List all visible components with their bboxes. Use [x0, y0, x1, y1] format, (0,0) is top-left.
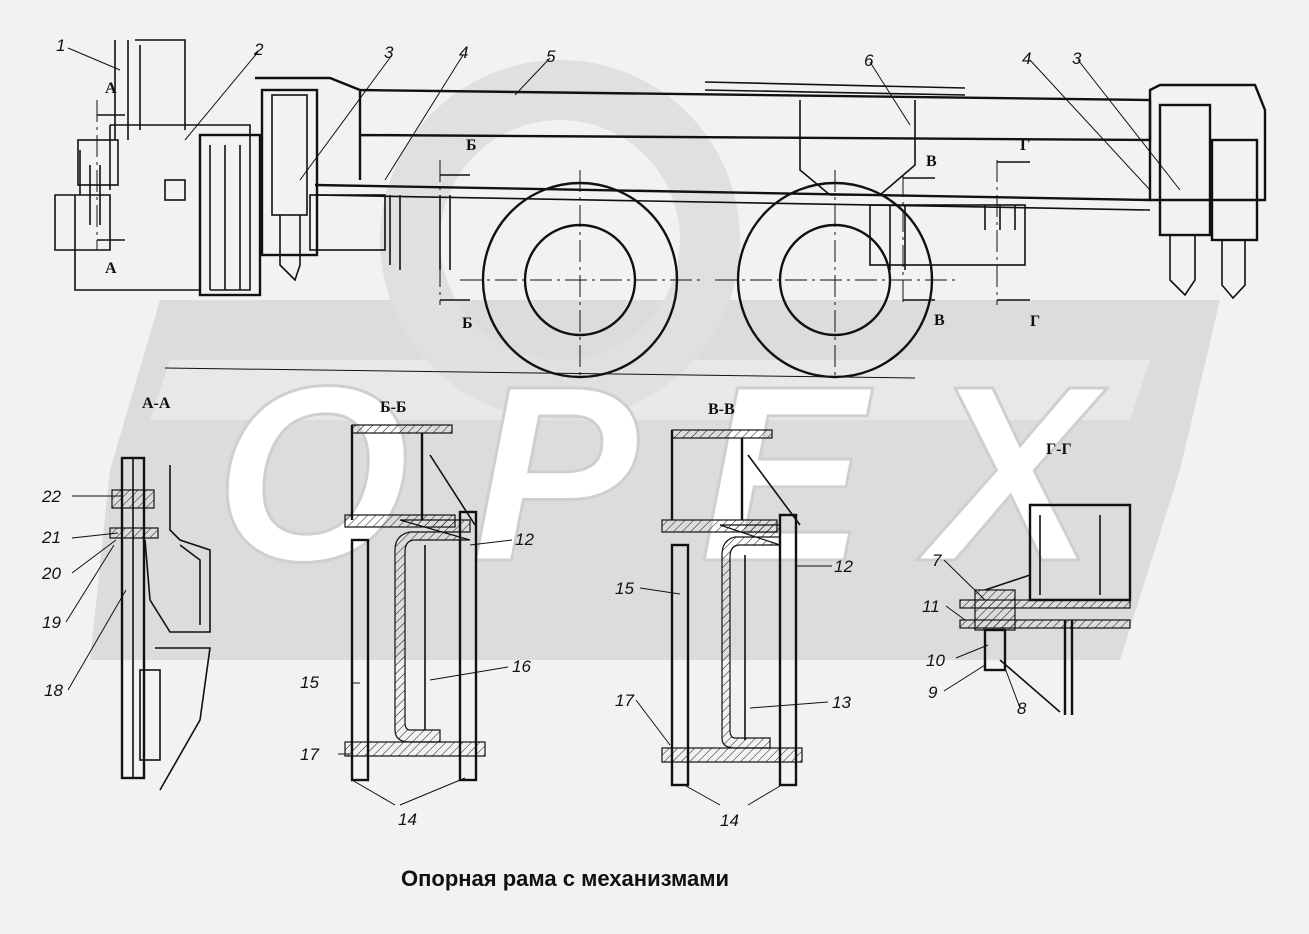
callout-2: 2 [253, 40, 264, 59]
callout-5: 5 [546, 47, 556, 66]
label-section-v-bottom: В [934, 312, 945, 329]
leader-lines [65, 47, 1181, 806]
section-a-a [109, 456, 211, 791]
callout-18: 18 [44, 681, 63, 700]
callout-4-left: 4 [459, 43, 468, 62]
callout-1: 1 [56, 36, 65, 55]
section-title-gg: Г-Г [1046, 441, 1072, 458]
label-section-a-top: А [105, 80, 117, 97]
callout-12-bb: 12 [515, 530, 534, 549]
section-title-vv: В-В [708, 401, 735, 418]
label-section-b-bottom: Б [462, 315, 473, 332]
callout-21: 21 [41, 528, 61, 547]
section-title-bb: Б-Б [380, 399, 406, 416]
label-section-v-top: В [926, 153, 937, 170]
callout-7: 7 [932, 551, 942, 570]
callout-3-right: 3 [1072, 49, 1082, 68]
section-v-v [661, 429, 803, 787]
section-b-b [344, 424, 486, 782]
callout-19: 19 [42, 613, 61, 632]
callout-4-right: 4 [1022, 49, 1031, 68]
callout-17-bb: 17 [300, 745, 319, 764]
callout-17-vv: 17 [615, 691, 634, 710]
callout-14-vv: 14 [720, 811, 739, 830]
drawing-title: Опорная рама с механизмами [400, 866, 729, 891]
label-section-a-bottom: А [105, 260, 117, 277]
callout-10: 10 [926, 651, 945, 670]
side-view [54, 39, 1267, 380]
watermark-logo: OPEX [90, 60, 1220, 660]
callout-8: 8 [1017, 699, 1027, 718]
callout-15-bb: 15 [300, 673, 319, 692]
callout-11: 11 [922, 597, 940, 616]
section-g-g [959, 503, 1132, 715]
section-title-aa: А-А [142, 395, 171, 412]
label-section-b-top: Б [466, 137, 477, 154]
callout-9: 9 [928, 683, 938, 702]
callout-16: 16 [512, 657, 531, 676]
label-section-g-top: Г [1020, 137, 1030, 154]
callout-22: 22 [41, 487, 61, 506]
callout-15-vv: 15 [615, 579, 634, 598]
callout-6: 6 [864, 51, 874, 70]
callout-20: 20 [41, 564, 61, 583]
label-section-g-bottom: Г [1030, 313, 1040, 330]
callout-14-bb: 14 [398, 810, 417, 829]
callout-13: 13 [832, 693, 851, 712]
callout-12-vv: 12 [834, 557, 853, 576]
callout-3-left: 3 [384, 43, 394, 62]
